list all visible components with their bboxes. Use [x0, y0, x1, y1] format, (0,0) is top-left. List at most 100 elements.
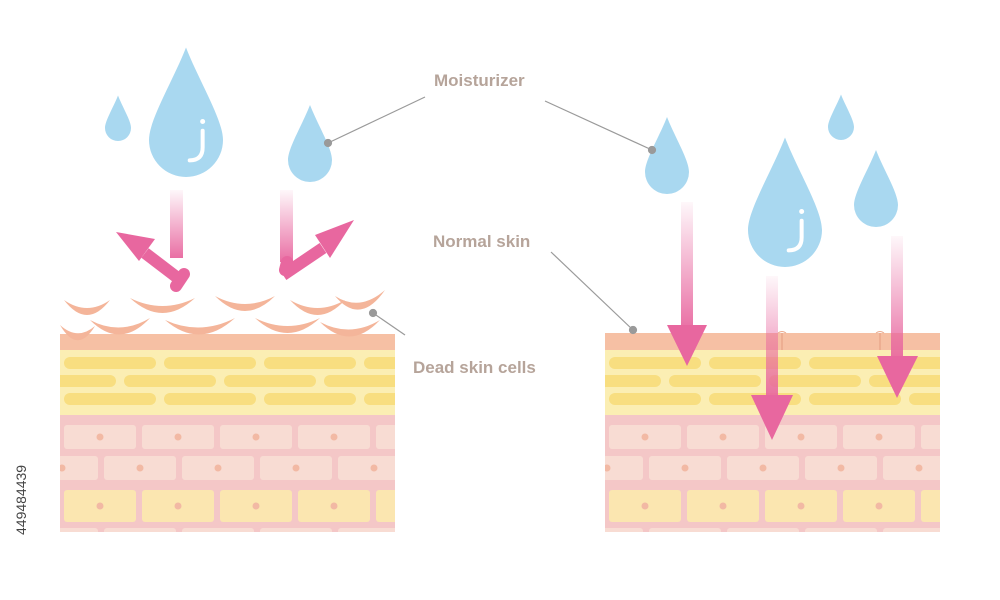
cell-nucleus: [837, 464, 845, 472]
yellow-cell: [64, 357, 156, 369]
dead-skin-flake: [130, 298, 195, 313]
right-yellow-cells: [605, 357, 940, 405]
moisturizer-leader-left: [327, 96, 426, 144]
cell-nucleus: [409, 434, 416, 441]
skin-cell: [60, 528, 98, 532]
droplet-icon: [105, 95, 131, 141]
reflect-arrow-left: [116, 232, 190, 292]
cell-nucleus: [215, 537, 222, 544]
droplet-shape: [854, 150, 898, 227]
droplet-shine-dot: [799, 209, 805, 214]
skin-cell: [182, 528, 254, 532]
cell-nucleus: [797, 433, 805, 441]
cell-nucleus: [60, 464, 66, 472]
cell-nucleus: [875, 433, 883, 441]
cell-nucleus: [916, 537, 923, 544]
droplet-shine: [786, 218, 804, 253]
yellow-cell: [809, 393, 901, 405]
skin-cell: [649, 528, 721, 532]
skin-cell: [805, 528, 877, 532]
moisturizer-leader-right: [544, 100, 653, 151]
cell-nucleus: [371, 537, 378, 544]
yellow-cell: [224, 375, 316, 387]
left-arrow-shaft-1: [170, 190, 183, 258]
cell-nucleus: [797, 502, 805, 510]
skin-cell: [883, 456, 940, 480]
skin-cell: [376, 425, 395, 449]
dead-skin-flake: [320, 320, 380, 337]
droplet-shape: [645, 117, 689, 194]
yellow-cell: [669, 375, 761, 387]
penetrate-arrow-1: [667, 202, 707, 366]
cell-nucleus: [330, 502, 338, 510]
right-arrows: [667, 202, 918, 440]
normal-skin-leader: [550, 251, 634, 331]
cell-nucleus: [252, 433, 260, 441]
skin-cell: [260, 528, 332, 532]
dead-skin-flake: [215, 296, 275, 311]
normal-skin-label: Normal skin: [433, 232, 530, 251]
cell-nucleus: [641, 502, 649, 510]
droplet-icon: [149, 47, 223, 177]
cell-nucleus: [174, 502, 182, 510]
cell-nucleus: [915, 464, 923, 472]
left-arrow-shaft-2: [280, 190, 293, 262]
cell-nucleus: [293, 537, 300, 544]
skin-cell: [104, 528, 176, 532]
yellow-cell: [164, 393, 256, 405]
cell-nucleus: [96, 433, 104, 441]
droplet-icon: [288, 105, 332, 182]
cell-nucleus: [760, 537, 767, 544]
moisturizer-dot-right: [647, 145, 657, 155]
dead-skin-flakes: [60, 290, 385, 341]
cell-nucleus: [759, 464, 767, 472]
left-arrows: [116, 190, 354, 292]
skin-cell: [883, 528, 940, 532]
yellow-cell: [605, 375, 661, 387]
droplet-shine-dot: [200, 119, 206, 124]
dead-skin-flake: [90, 318, 150, 335]
cell-nucleus: [370, 464, 378, 472]
left-yellow-cells: [60, 357, 395, 405]
dead-skin-flake: [335, 290, 385, 310]
yellow-cell: [869, 375, 940, 387]
skin-cell: [376, 490, 395, 522]
droplet-shape: [105, 95, 131, 141]
cell-nucleus: [719, 433, 727, 441]
yellow-cell: [324, 375, 395, 387]
dead-skin-leader: [372, 312, 406, 336]
cell-nucleus: [136, 464, 144, 472]
yellow-cell: [60, 375, 116, 387]
cell-nucleus: [681, 464, 689, 472]
cell-nucleus: [214, 464, 222, 472]
dead-skin-flake: [165, 318, 235, 335]
yellow-cell: [909, 357, 940, 369]
skin-cell: [605, 456, 643, 480]
skin-cell: [338, 528, 395, 532]
penetrate-arrow-3: [877, 236, 918, 398]
skin-cell: [605, 528, 643, 532]
dead-skin-flake: [64, 300, 110, 315]
penetrate-arrow-2: [751, 276, 793, 440]
left-pink-cells: [60, 425, 416, 544]
yellow-cell: [164, 357, 256, 369]
cell-nucleus: [954, 434, 961, 441]
yellow-cell: [264, 393, 356, 405]
droplet-icon: [854, 150, 898, 227]
normal-skin-dot: [628, 325, 638, 335]
yellow-cell: [709, 357, 801, 369]
skin-cell: [921, 490, 940, 522]
cell-nucleus: [682, 537, 689, 544]
yellow-cell: [64, 393, 156, 405]
skin-cell: [338, 456, 395, 480]
reflect-arrow-right: [279, 220, 354, 280]
dead-skin-cells-label: Dead skin cells: [413, 358, 536, 377]
cell-nucleus: [174, 433, 182, 441]
left-top-skin-layer: [60, 334, 395, 350]
yellow-cell: [264, 357, 356, 369]
right-skin-layers: [605, 350, 961, 544]
right-skin-cross-section: [605, 331, 961, 544]
yellow-cell: [809, 357, 901, 369]
skin-cell: [727, 528, 799, 532]
cell-nucleus: [330, 433, 338, 441]
